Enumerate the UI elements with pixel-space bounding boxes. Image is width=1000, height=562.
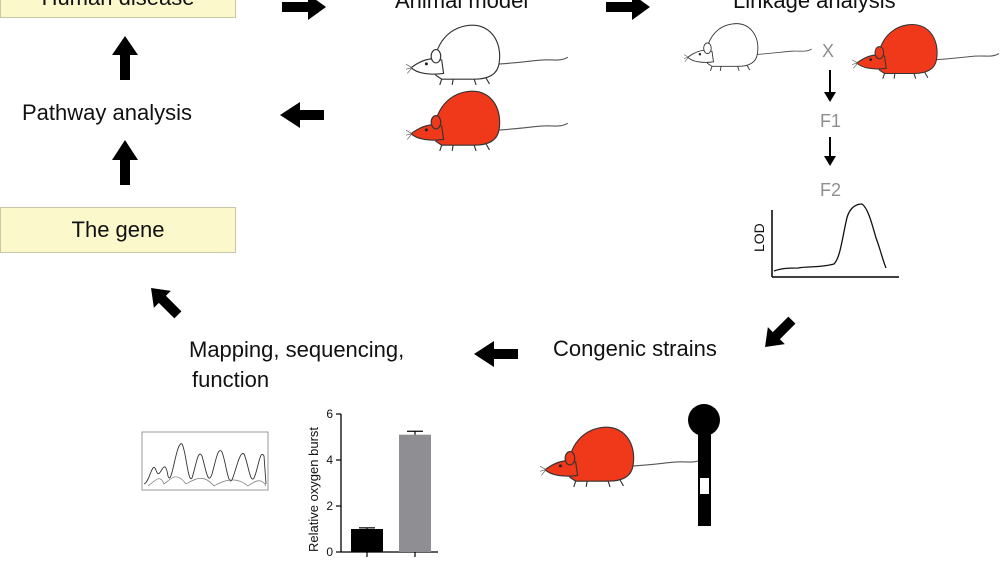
y-tick-label: 6 — [326, 407, 333, 421]
arrow-right-icon — [282, 0, 326, 20]
arrow-down-icon — [824, 137, 836, 166]
linkage-analysis-label: Linkage analysis — [733, 0, 896, 13]
arrow-up-icon — [112, 140, 138, 185]
arrow-left-icon — [474, 341, 518, 367]
y-axis-label: Relative oxygen burst — [306, 427, 321, 552]
arrow-up-icon — [112, 36, 138, 80]
arrow-right-icon — [606, 0, 650, 20]
arrow-diagonal-icon — [765, 316, 796, 347]
human-disease-label: Human disease — [42, 0, 195, 11]
lod-plot: LOD — [751, 203, 899, 278]
bar — [399, 434, 431, 552]
white-rat-icon — [406, 24, 569, 86]
red-rat-icon — [540, 426, 703, 488]
bar — [351, 529, 383, 552]
human-disease-box: Human disease — [0, 0, 236, 18]
y-tick-label: 2 — [326, 499, 333, 513]
pathway-analysis-label: Pathway analysis — [22, 100, 192, 125]
y-tick-label: 4 — [326, 453, 333, 467]
lod-ylabel: LOD — [751, 223, 767, 252]
arrow-down-icon — [824, 70, 836, 102]
animal-model-label: Animal model — [395, 0, 529, 13]
arrow-diagonal-icon — [151, 288, 182, 319]
congenic-strains-label: Congenic strains — [553, 336, 717, 361]
y-tick-label: 0 — [326, 545, 333, 559]
red-rat-icon — [406, 90, 569, 152]
f2-label: F2 — [820, 180, 842, 200]
arrow-left-icon — [280, 102, 324, 128]
the-gene-box: The gene — [0, 207, 236, 253]
cross-x-label: X — [822, 41, 835, 61]
mapping-label-line2: function — [192, 367, 270, 392]
sequencing-trace — [141, 431, 269, 491]
chromosome-icon — [688, 404, 720, 526]
red-rat-icon — [852, 23, 1000, 80]
mapping-label-line1: Mapping, sequencing, — [189, 337, 405, 362]
white-rat-icon — [684, 23, 813, 72]
the-gene-label: The gene — [71, 217, 165, 242]
f1-label: F1 — [820, 111, 842, 131]
lod-curve — [773, 203, 887, 272]
